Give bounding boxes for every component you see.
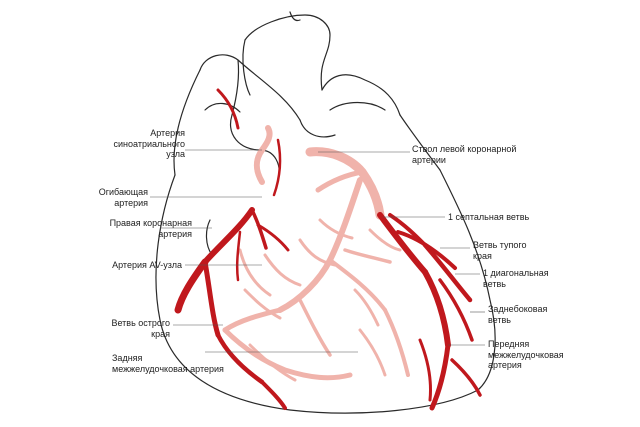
label-left-main-coronary: Ствол левой коронарной артерии xyxy=(412,144,516,165)
label-posterior-descending-artery: Задняя межжелудочковая артерия xyxy=(112,353,224,374)
label-anterior-descending-artery: Передняя межжелудочковая артерия xyxy=(488,339,564,371)
label-sinoatrial-artery: Артерия синоатриального узла xyxy=(114,128,185,160)
label-first-diagonal-branch: 1 диагональная ветвь xyxy=(483,268,549,289)
label-circumflex-artery: Огибающая артерия xyxy=(99,187,148,208)
label-av-node-artery: Артерия AV-узла xyxy=(112,260,182,271)
label-right-coronary-artery: Правая коронарная артерия xyxy=(110,218,192,239)
light-arteries xyxy=(225,128,408,380)
label-acute-marginal-branch: Ветвь острого края xyxy=(111,318,170,339)
label-first-septal-branch: 1 септальная ветвь xyxy=(448,212,529,223)
label-obtuse-marginal-branch: Ветвь тупого края xyxy=(473,240,527,261)
label-posterolateral-branch: Заднебоковая ветвь xyxy=(488,304,547,325)
